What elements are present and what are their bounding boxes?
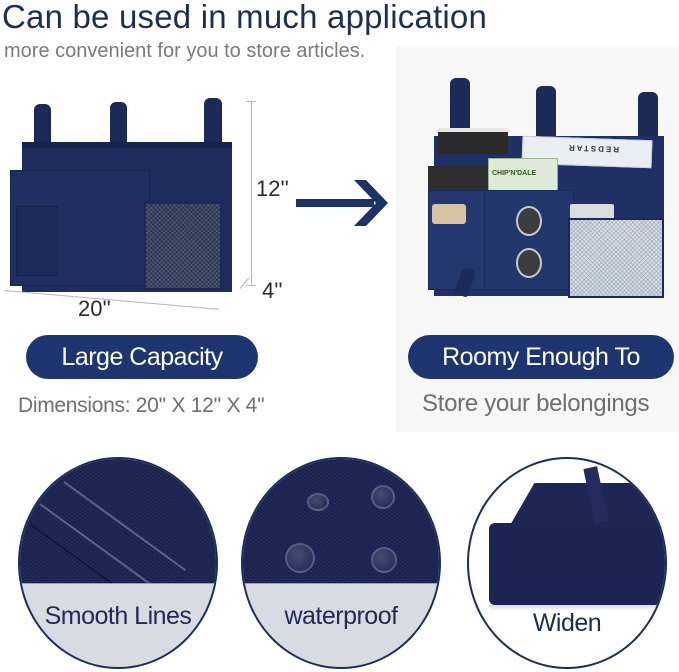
book-chipndale: CHIP'N'DALE — [492, 170, 537, 177]
width-label: 20'' — [78, 296, 111, 321]
product-image-empty-bag — [0, 90, 240, 320]
feature-label: waterproof — [284, 602, 398, 630]
page-title: Can be used in much application — [2, 0, 488, 35]
arrow-right-icon — [296, 180, 388, 226]
caption-store-belongings: Store your belongings — [422, 390, 650, 417]
depth-dimension-line — [239, 277, 250, 289]
feature-circle-waterproof: waterproof — [241, 457, 441, 669]
feature-label: Smooth Lines — [44, 602, 192, 630]
product-image-filled-bag: REDSTAR CHIP'N'DALE — [420, 78, 670, 303]
depth-label: 4'' — [262, 278, 283, 303]
feature-label: Widen — [532, 609, 602, 637]
height-label: 12'' — [256, 176, 289, 201]
height-dimension-line — [251, 101, 252, 285]
caption-dimensions: Dimensions: 20'' X 12'' X 4'' — [18, 394, 265, 417]
sunglasses — [516, 206, 544, 286]
page-subtitle: more convenient for you to store article… — [4, 40, 366, 62]
feature-circle-widen: Widen — [467, 457, 667, 669]
badge-roomy-enough: Roomy Enough To — [408, 335, 674, 379]
badge-large-capacity: Large Capacity — [26, 335, 258, 379]
feature-circle-smooth-lines: Smooth Lines — [18, 457, 218, 669]
